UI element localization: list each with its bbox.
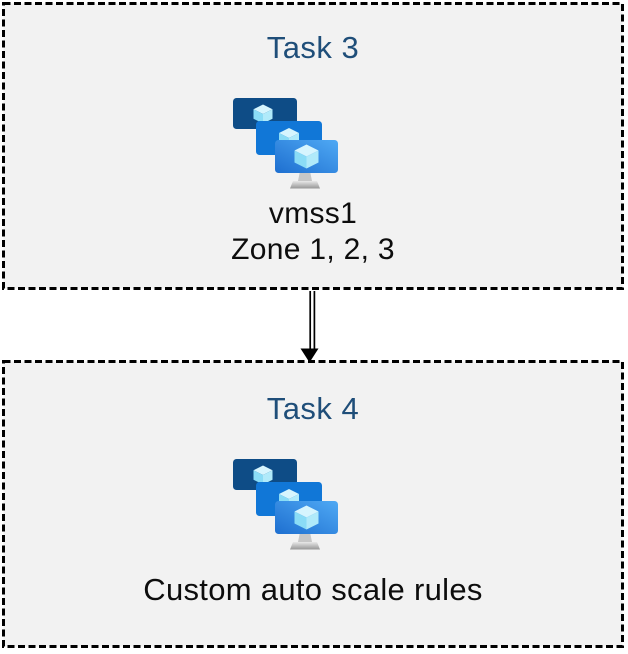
task3-title: Task 3 [266, 30, 360, 65]
vm-scale-sets-icon [233, 98, 339, 190]
vmss-name-text: vmss1 [268, 197, 358, 230]
arrowhead-icon [300, 348, 319, 363]
task3-box: Task 3 vmss1 Zone 1, 2, 3 [2, 2, 624, 290]
task3-label: vmss1 Zone 1, 2, 3 [2, 196, 624, 268]
vm-scale-sets-icon [233, 459, 339, 551]
connector-arrow [300, 291, 319, 363]
zone-text: Zone 1, 2, 3 [231, 233, 395, 266]
task4-title: Task 4 [266, 391, 360, 426]
task4-box: Task 4 Custom auto scale rules [2, 360, 624, 648]
task4-label: Custom auto scale rules [2, 572, 624, 608]
autoscale-rules-text: Custom auto scale rules [143, 572, 483, 607]
